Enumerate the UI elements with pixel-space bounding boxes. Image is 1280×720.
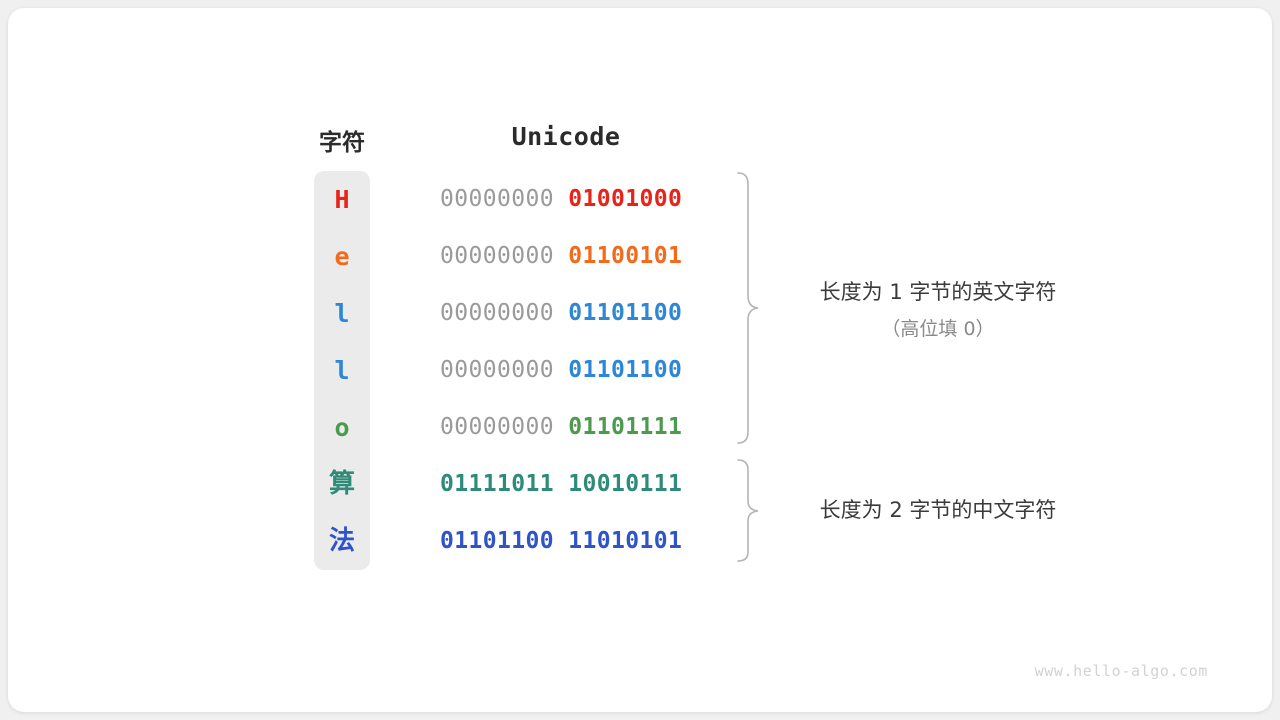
char-cell-3: l: [334, 356, 350, 385]
annotation-cjk-main: 长度为 2 字节的中文字符: [819, 498, 1057, 522]
brace-cjk-icon: [737, 459, 759, 562]
bits-main-6: 01101100 11010101: [440, 528, 683, 554]
bits-cell-1: 00000000 01100101: [440, 228, 692, 285]
bits-cell-0: 00000000 01001000: [440, 171, 692, 228]
header-unicode-column: Unicode: [511, 122, 621, 151]
annotation-ascii-main: 长度为 1 字节的英文字符: [819, 280, 1057, 304]
bits-main-4: 01101111: [568, 414, 683, 440]
character-column-panel: [314, 171, 370, 570]
bits-padding-1: 00000000: [440, 243, 554, 269]
bits-main-1: 01100101: [568, 243, 683, 269]
bits-main-5: 01111011 10010111: [440, 471, 683, 497]
bits-cell-6: 01101100 11010101: [440, 513, 692, 570]
char-cell-5: 算: [328, 469, 355, 499]
char-cell-1: e: [334, 242, 350, 271]
char-cell-2: l: [334, 299, 350, 328]
bits-cell-2: 00000000 01101100: [440, 285, 692, 342]
char-cell-0: H: [334, 185, 350, 214]
bits-main-2: 01101100: [568, 300, 683, 326]
char-cell-6: 法: [328, 526, 355, 556]
bits-cell-5: 01111011 10010111: [440, 456, 692, 513]
header-char-column: 字符: [319, 129, 365, 155]
brace-group: [737, 172, 759, 562]
bits-main-3: 01101100: [568, 357, 683, 383]
bits-padding-0: 00000000: [440, 186, 554, 212]
bits-padding-4: 00000000: [440, 414, 554, 440]
annotation-cjk: 长度为 2 字节的中文字符: [776, 494, 1100, 526]
char-cell-4: o: [334, 413, 350, 442]
bits-cell-3: 00000000 01101100: [440, 342, 692, 399]
annotation-ascii: 长度为 1 字节的英文字符 （高位填 0）: [776, 274, 1100, 348]
bits-padding-3: 00000000: [440, 357, 554, 383]
bits-cell-4: 00000000 01101111: [440, 399, 692, 456]
brace-ascii-icon: [737, 172, 759, 444]
diagram-card: 字符 Unicode H 00000000 01001000 e 0000000…: [8, 8, 1272, 712]
bits-main-0: 01001000: [568, 186, 683, 212]
watermark: www.hello-algo.com: [1034, 662, 1208, 680]
bits-padding-2: 00000000: [440, 300, 554, 326]
annotation-ascii-sub: （高位填 0）: [881, 318, 995, 340]
